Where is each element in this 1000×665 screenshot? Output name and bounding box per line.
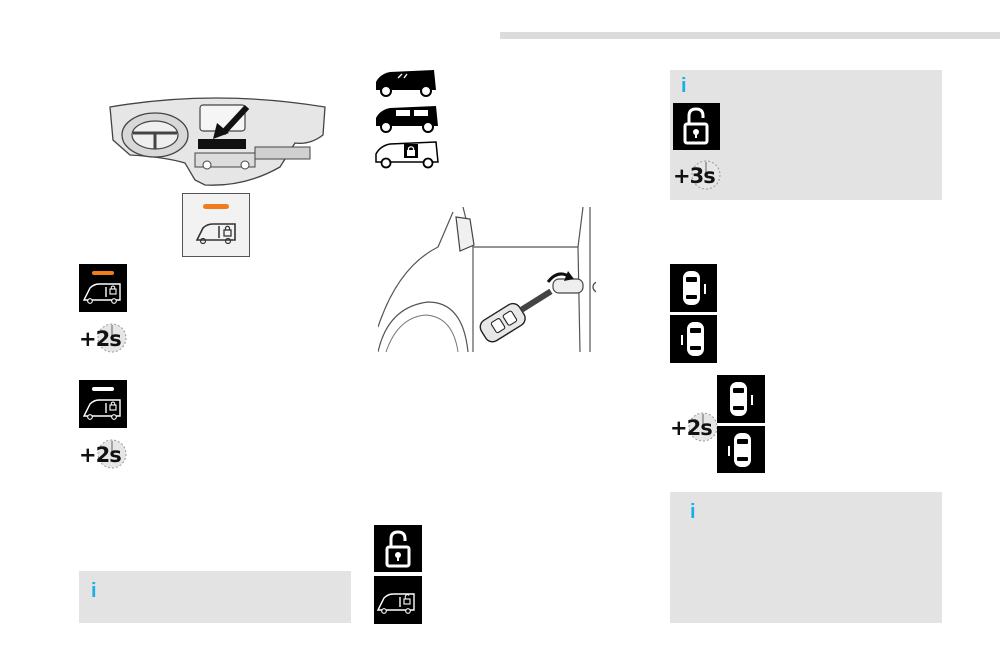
door-key-illustration (378, 207, 603, 352)
panel-van-icon (374, 68, 438, 98)
hazard-lock-indicator-panel (182, 193, 250, 257)
dashboard-illustration (105, 95, 330, 190)
info-note-box: i +3s (670, 70, 942, 200)
timer-label: +3s (673, 164, 716, 188)
timer-2s-icon: +2s (79, 438, 129, 470)
info-note-box: i (79, 571, 351, 623)
timer-2s-icon: +2s (79, 322, 129, 354)
info-icon: i (690, 501, 696, 523)
van-unlock-icon (374, 576, 422, 624)
van-lock-indicator-orange-icon (79, 264, 127, 312)
info-icon: i (91, 580, 97, 602)
timer-label: +2s (79, 327, 122, 351)
car-top-view-right-icon (717, 375, 765, 423)
car-top-view-left-icon (717, 426, 765, 473)
info-note-box: i (670, 492, 942, 623)
padlock-open-icon (673, 103, 720, 150)
timer-2s-icon: +2s (670, 411, 720, 443)
car-top-view-left-icon (670, 315, 717, 363)
padlock-open-icon (374, 525, 422, 572)
timer-label: +2s (670, 416, 713, 440)
section-divider-bar (500, 32, 1000, 39)
crew-van-icon (374, 104, 440, 134)
info-icon: i (681, 75, 687, 97)
timer-3s-icon: +3s (673, 159, 723, 191)
van-lock-outline-icon (374, 140, 440, 170)
car-top-view-right-icon (670, 264, 717, 312)
timer-label: +2s (79, 443, 122, 467)
van-lock-indicator-white-icon (79, 380, 127, 428)
